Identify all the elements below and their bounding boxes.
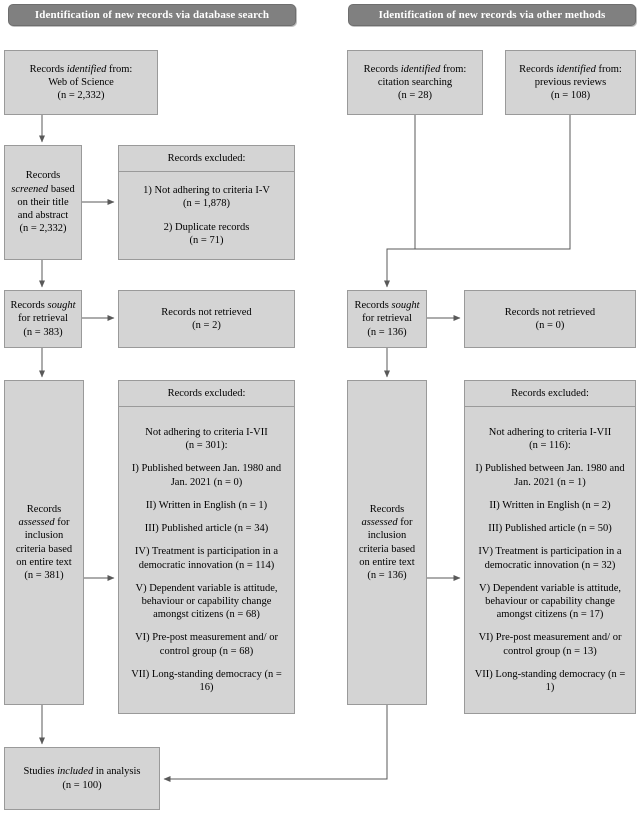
assessed-line5: on entire text [16, 556, 72, 568]
screened-line2: screened based [11, 183, 75, 195]
excluded-assessment-other-item-6: VI) Pre-post measurement and/ or control… [478, 632, 622, 657]
excluded-assessment-item-4: IV) Treatment is participation in a demo… [134, 546, 279, 571]
identified-previous-line1: Records identified from: [519, 63, 622, 75]
excluded-assessment-item-2: II) Written in English (n = 1) [145, 499, 268, 511]
assessed-other-line4: criteria based [358, 543, 416, 555]
assessed-other-line2: assessed for [361, 517, 413, 529]
excluded-screening-item-2: 2) Duplicate records (n = 71) [163, 221, 250, 246]
screened-line5: (n = 2,332) [19, 223, 67, 235]
sought-other-line3: (n = 136) [367, 326, 407, 338]
box-records-assessed-database: Records assessed for inclusion criteria … [4, 380, 84, 705]
box-records-excluded-screening: Records excluded: 1) Not adhering to cri… [118, 145, 295, 260]
excluded-assessment-other-item-7: VII) Long-standing democracy (n = 1) [474, 668, 626, 693]
box-records-not-retrieved-database: Records not retrieved (n = 2) [118, 290, 295, 348]
not-retrieved-other-line1: Records not retrieved [504, 306, 596, 318]
sought-line2: for retrieval [18, 313, 68, 325]
assessed-other-line1: Records [369, 503, 405, 515]
not-retrieved-line2: (n = 2) [192, 320, 221, 331]
identified-citation-line2: citation searching [377, 76, 453, 88]
identified-previous-line3: (n = 108) [550, 90, 591, 102]
assessed-line4: criteria based [15, 543, 73, 555]
excluded-assessment-other-intro: Not adhering to criteria I-VII (n = 116)… [488, 427, 612, 452]
assessed-other-line3: inclusion [367, 530, 407, 542]
box-records-identified-citation: Records identified from: citation search… [347, 50, 483, 115]
box-records-excluded-assessment: Records excluded: Not adhering to criter… [118, 380, 295, 714]
excluded-assessment-item-1: I) Published between Jan. 1980 and Jan. … [131, 463, 282, 488]
excluded-assessment-item-6: VI) Pre-post measurement and/ or control… [135, 632, 278, 657]
box-records-screened: Records screened based on their title an… [4, 145, 82, 260]
excluded-assessment-intro: Not adhering to criteria I-VII (n = 301)… [145, 427, 268, 452]
excluded-assessment-other-body: Not adhering to criteria I-VII (n = 116)… [465, 407, 635, 713]
excluded-assessment-item-7: VII) Long-standing democracy (n = 16) [131, 668, 282, 693]
box-records-excluded-assessment-other: Records excluded: Not adhering to criter… [464, 380, 636, 714]
box-records-identified-database: Records identified from: Web of Science … [4, 50, 158, 115]
identified-citation-line3: (n = 28) [398, 90, 432, 102]
box-records-sought-database: Records sought for retrieval (n = 383) [4, 290, 82, 348]
screened-line3: on their title [17, 196, 69, 208]
excluded-screening-title: Records excluded: [119, 146, 294, 173]
identified-line2: Web of Science [48, 76, 114, 88]
excluded-assessment-other-item-2: II) Written in English (n = 2) [489, 499, 611, 511]
assessed-line2: assessed for [18, 517, 70, 529]
excluded-assessment-other-item-1: I) Published between Jan. 1980 and Jan. … [475, 463, 625, 488]
header-other-methods: Identification of new records via other … [348, 4, 636, 26]
excluded-assessment-title: Records excluded: [119, 381, 294, 408]
identified-previous-line2: previous reviews [534, 76, 607, 88]
excluded-assessment-other-item-5: V) Dependent variable is attitude, behav… [479, 582, 621, 621]
excluded-assessment-body: Not adhering to criteria I-VII (n = 301)… [119, 407, 294, 713]
identified-line3: (n = 2,332) [57, 90, 105, 102]
not-retrieved-other-line2: (n = 0) [535, 320, 565, 331]
assessed-line6: (n = 381) [24, 569, 64, 581]
excluded-assessment-other-title: Records excluded: [465, 381, 635, 408]
box-records-identified-previous-reviews: Records identified from: previous review… [505, 50, 636, 115]
excluded-screening-body: 1) Not adhering to criteria I-V (n = 1,8… [119, 172, 294, 259]
included-line1: Studies included in analysis [23, 766, 141, 778]
not-retrieved-line1: Records not retrieved [161, 306, 252, 318]
sought-other-line1: Records sought [354, 300, 420, 312]
sought-other-line2: for retrieval [362, 313, 412, 325]
excluded-assessment-other-item-4: IV) Treatment is participation in a demo… [478, 546, 622, 571]
box-records-not-retrieved-other: Records not retrieved (n = 0) [464, 290, 636, 348]
assessed-other-line5: on entire text [359, 556, 415, 568]
excluded-assessment-item-3: III) Published article (n = 34) [144, 523, 269, 535]
sought-line3: (n = 383) [23, 326, 63, 338]
screened-line1: Records [25, 170, 61, 182]
sought-line1: Records sought [10, 300, 76, 312]
box-records-sought-other: Records sought for retrieval (n = 136) [347, 290, 427, 348]
assessed-other-line6: (n = 136) [367, 569, 407, 581]
included-line2: (n = 100) [62, 779, 102, 791]
excluded-assessment-other-item-3: III) Published article (n = 50) [488, 523, 612, 535]
box-records-assessed-other: Records assessed for inclusion criteria … [347, 380, 427, 705]
header-database-search: Identification of new records via databa… [8, 4, 296, 26]
assessed-line3: inclusion [24, 530, 64, 542]
box-studies-included: Studies included in analysis (n = 100) [4, 747, 160, 810]
assessed-line1: Records [26, 503, 62, 515]
excluded-assessment-item-5: V) Dependent variable is attitude, behav… [135, 582, 278, 621]
screened-line4: and abstract [17, 210, 69, 222]
identified-citation-line1: Records identified from: [363, 63, 467, 75]
identified-line1: Records identified from: [29, 63, 133, 75]
excluded-screening-item-1: 1) Not adhering to criteria I-V (n = 1,8… [143, 185, 270, 210]
